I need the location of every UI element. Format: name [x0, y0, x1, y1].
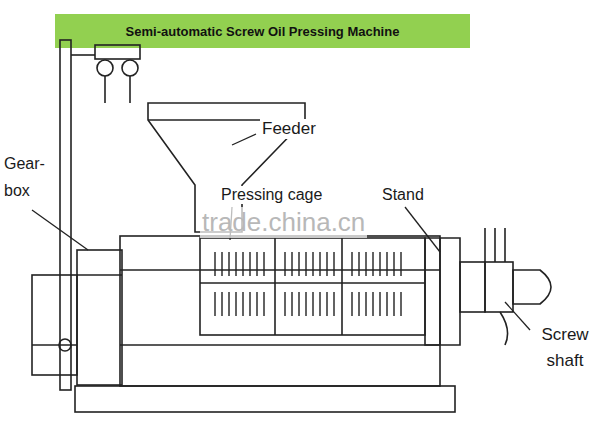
title-band [55, 14, 470, 48]
oil-press-drawing [32, 40, 551, 412]
part-label: Gear- box [2, 150, 56, 204]
screw-threads [215, 252, 401, 316]
leader-lines [32, 134, 530, 330]
part-label: Pressing cage [219, 186, 324, 204]
part-label: Feeder [260, 119, 318, 139]
title-text: Semi-automatic Screw Oil Pressing Machin… [55, 14, 470, 48]
part-label: Screw shaft [532, 322, 598, 374]
watermark: trade.china.cn [200, 207, 367, 238]
part-label: Stand [380, 186, 426, 204]
